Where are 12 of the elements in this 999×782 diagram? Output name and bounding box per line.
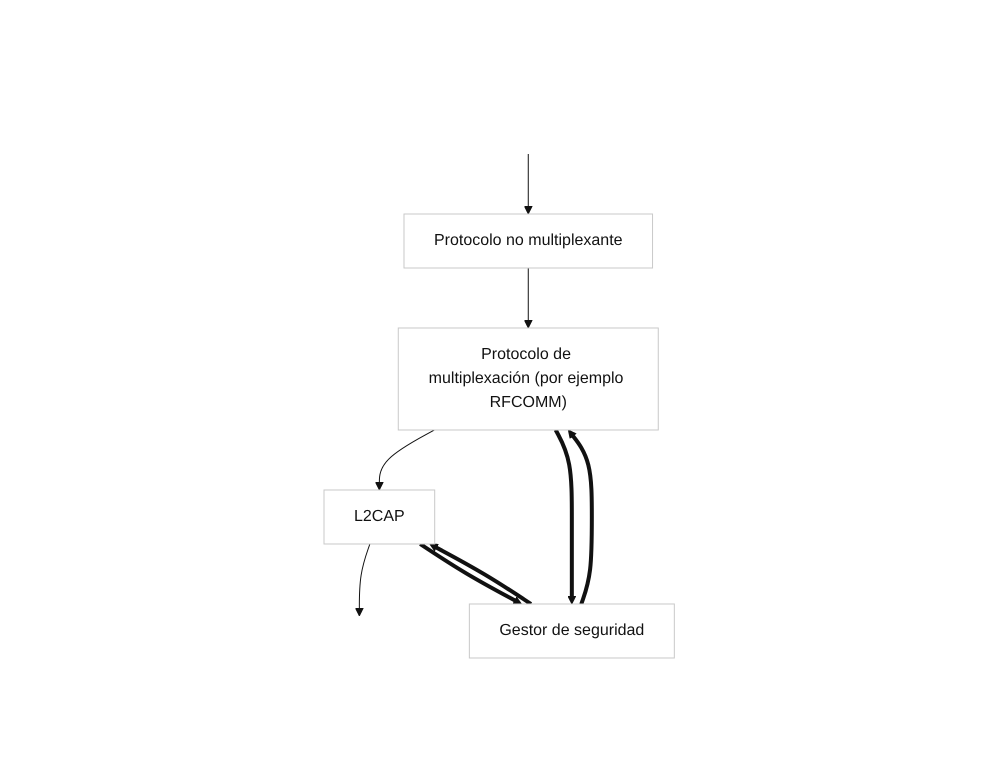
arrow <box>419 542 522 604</box>
node-box: Protocolo de multiplexación (por ejemplo RFCOMM) <box>398 328 660 430</box>
node-box: Gestor de seguridad <box>469 603 676 658</box>
arrow <box>554 429 577 604</box>
arrow <box>355 544 371 616</box>
node-box: Protocolo no multiplexante <box>404 214 654 268</box>
node-box: L2CAP <box>324 490 436 544</box>
arrow <box>524 154 533 214</box>
arrow <box>430 544 532 606</box>
arrow <box>375 430 436 490</box>
arrow <box>524 268 533 328</box>
arrow <box>568 430 594 605</box>
